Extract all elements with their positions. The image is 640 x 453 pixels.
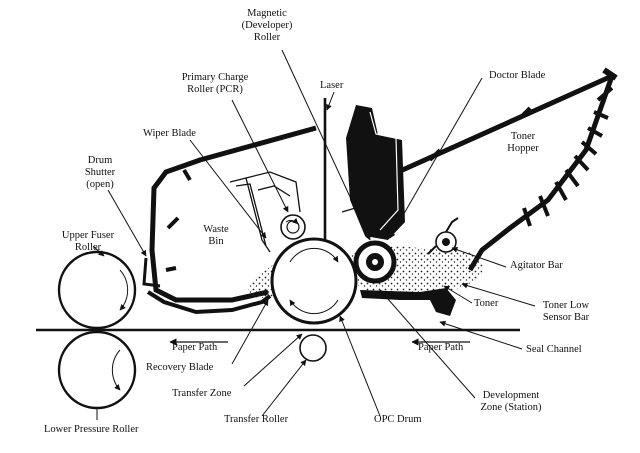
label-seal-channel: Seal Channel <box>526 344 582 355</box>
label-doctor-blade: Doctor Blade <box>489 70 546 81</box>
label-paper-path-right: Paper Path <box>418 342 464 353</box>
label-wiper-blade: Wiper Blade <box>143 128 196 139</box>
hopper-bottom-channel <box>360 288 456 316</box>
upper-fuser-roller <box>57 250 137 330</box>
wiper-blade-frame <box>229 171 301 253</box>
label-lower-pressure-roller: Lower Pressure Roller <box>44 424 139 435</box>
doctor-blade-block <box>346 105 405 240</box>
label-agitator-bar: Agitator Bar <box>510 260 563 271</box>
agitator-bar <box>427 217 459 255</box>
lower-pressure-roller <box>57 330 137 410</box>
toner-hopper-wall <box>396 67 618 272</box>
transfer-roller <box>299 334 327 362</box>
label-toner-hopper: Toner Hopper <box>507 131 539 154</box>
label-paper-path-left: Paper Path <box>172 342 218 353</box>
label-waste-bin: Waste Bin <box>203 224 229 247</box>
label-laser: Laser <box>320 80 344 91</box>
developer-bracket <box>341 205 381 237</box>
waste-bin-housing <box>149 125 317 303</box>
label-transfer-roller: Transfer Roller <box>224 414 289 425</box>
label-magnetic-roller: Magnetic (Developer) Roller <box>241 8 293 43</box>
label-development-zone: Development Zone (Station) <box>480 390 542 413</box>
drum-shutter <box>142 257 161 288</box>
label-opc-drum: OPC Drum <box>374 414 422 425</box>
label-drum-shutter: Drum Shutter (open) <box>84 155 116 190</box>
label-toner: Toner <box>474 298 499 309</box>
leader-lines <box>92 49 536 420</box>
label-toner-low-sensor-bar: Toner Low Sensor Bar <box>542 300 590 323</box>
primary-charge-roller <box>280 214 306 240</box>
label-recovery-blade: Recovery Blade <box>146 362 214 373</box>
magnetic-roller <box>353 240 397 284</box>
label-upper-fuser-roller: Upper Fuser Roller <box>61 230 115 253</box>
opc-drum <box>270 237 358 325</box>
label-primary-charge-roller: Primary Charge Roller (PCR) <box>181 72 249 95</box>
label-transfer-zone: Transfer Zone <box>172 388 232 399</box>
